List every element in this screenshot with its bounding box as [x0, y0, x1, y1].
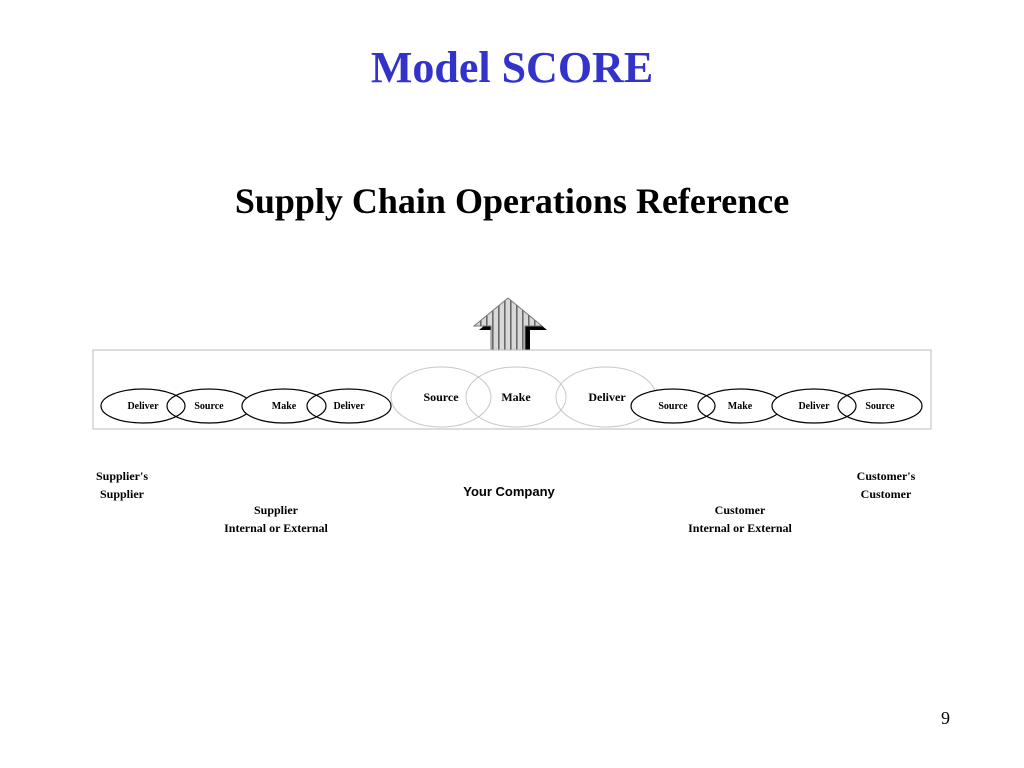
suppliers-supplier-line2: Supplier	[99, 487, 144, 501]
supplier-label-line1: Supplier	[253, 503, 298, 517]
company-process-group: Source Make Deliver	[390, 366, 657, 428]
customers-customer-label: Customer's Customer	[836, 467, 936, 503]
company-source-ellipse	[390, 366, 492, 428]
your-company-label: Your Company	[463, 484, 555, 499]
supplier-deliver-ellipse	[100, 388, 186, 424]
customer-source2-label: Source	[865, 401, 895, 412]
customer-process-group: Source Make Deliver Source	[630, 388, 923, 424]
up-arrow-icon	[472, 297, 547, 356]
company-make-ellipse	[465, 366, 567, 428]
supplier-label: Supplier Internal or External	[196, 501, 356, 537]
customer-label: Customer Internal or External	[660, 501, 820, 537]
customer-label-line1: Customer	[714, 503, 766, 517]
supplier-source-label: Source	[194, 401, 224, 412]
customers-customer-line1: Customer's	[856, 469, 916, 483]
customer-make-label: Make	[728, 401, 753, 412]
suppliers-supplier-line1: Supplier's	[95, 469, 149, 483]
supplier-process-group: Deliver Source Make Deliver	[100, 388, 392, 424]
customers-customer-line2: Customer	[860, 487, 912, 501]
supplier-make-label: Make	[272, 401, 297, 412]
customer-source2-ellipse	[837, 388, 923, 424]
customer-deliver-label: Deliver	[798, 401, 830, 412]
supplier-deliver2-label: Deliver	[333, 401, 365, 412]
slide-title: Model SCORE	[370, 43, 654, 92]
supplier-label-line2: Internal or External	[224, 521, 328, 535]
supplier-make-ellipse	[241, 388, 327, 424]
slide-subtitle: Supply Chain Operations Reference	[234, 181, 790, 221]
supplier-deliver2-ellipse	[306, 388, 392, 424]
supplier-deliver-label: Deliver	[127, 401, 159, 412]
customer-label-line2: Internal or External	[688, 521, 792, 535]
suppliers-supplier-label: Supplier's Supplier	[72, 467, 172, 503]
customer-source-label: Source	[658, 401, 688, 412]
company-make-label: Make	[501, 390, 531, 404]
customer-source-ellipse	[630, 388, 716, 424]
company-source-label: Source	[423, 390, 459, 404]
page-number: 9	[941, 708, 950, 728]
customer-deliver-ellipse	[771, 388, 857, 424]
company-deliver-label: Deliver	[588, 390, 626, 404]
